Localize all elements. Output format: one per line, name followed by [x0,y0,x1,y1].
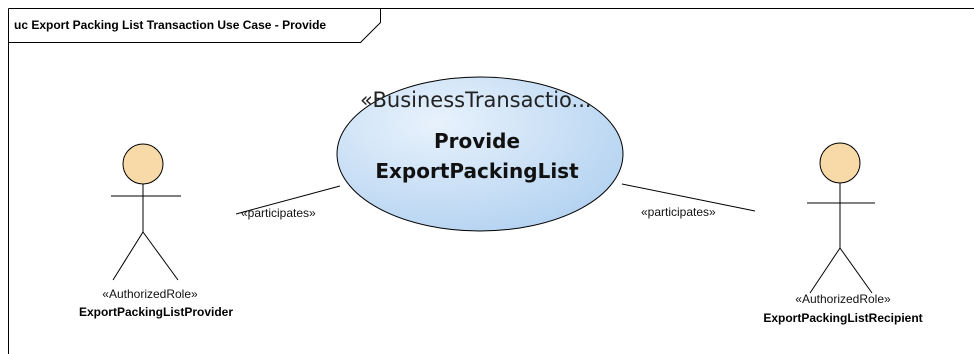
frame-title-tab [8,8,381,43]
right-association-label: «participates» [641,205,716,219]
actor-recipient-head-icon [819,142,861,184]
actor-provider-name: ExportPackingListProvider [79,305,233,319]
actor-recipient-right-leg [839,247,873,294]
left-association-label: «participates» [241,206,316,220]
use-case-stereotype: «BusinessTransactio... [360,88,592,112]
actor-provider-stereotype: «AuthorizedRole» [102,287,198,301]
actor-provider-head-icon [122,143,164,185]
use-case-name-line2: ExportPackingList [375,159,579,183]
use-case-ellipse[interactable] [336,76,624,232]
actor-provider-left-leg [112,231,144,281]
left-association-line [235,185,341,215]
connectors: «participates» «participates» [235,183,756,220]
use-case-name-line1: Provide [434,129,520,153]
actor-recipient-left-leg [809,247,841,294]
right-association-line [621,183,756,212]
use-case[interactable]: «BusinessTransactio... Provide ExportPac… [336,76,624,232]
frame-title: uc Export Packing List Transaction Use C… [14,18,326,32]
diagram-frame: uc Export Packing List Transaction Use C… [8,8,974,354]
actor-provider-right-leg [142,231,179,281]
actor-recipient[interactable]: «AuthorizedRole» ExportPackingListRecipi… [763,142,923,325]
actor-recipient-name: ExportPackingListRecipient [763,311,922,325]
actor-provider[interactable]: «AuthorizedRole» ExportPackingListProvid… [79,143,233,319]
actor-recipient-stereotype: «AuthorizedRole» [795,292,891,306]
